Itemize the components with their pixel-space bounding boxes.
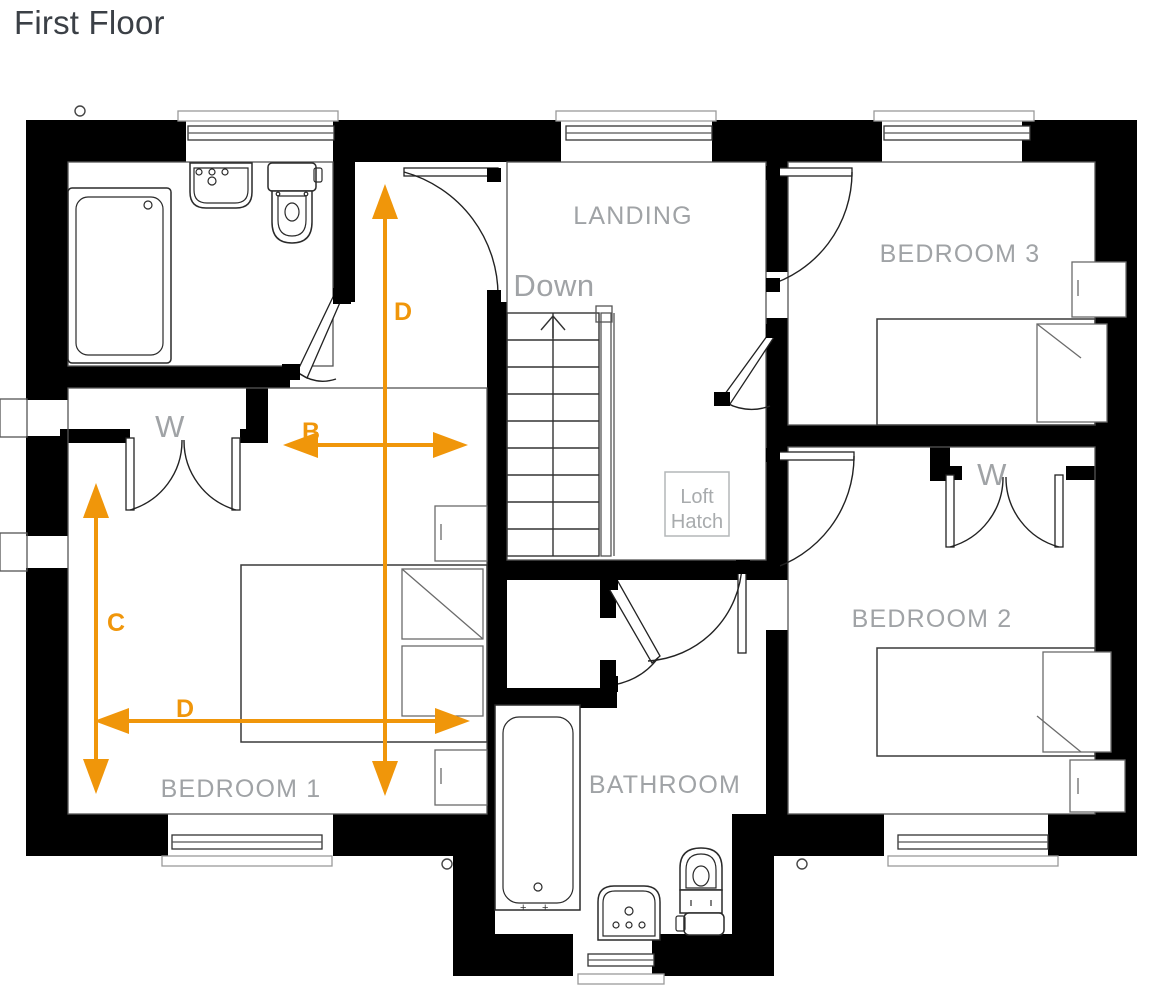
furniture-bedroom2 — [876, 647, 1126, 813]
room-label-landing: LANDING — [573, 202, 693, 230]
room-label-bedroom2: BEDROOM 2 — [852, 605, 1013, 633]
bathroom-bath-icon: + + — [494, 704, 581, 914]
bedside-table-bedroom1-top — [434, 505, 488, 562]
door-bedroom1 — [403, 167, 501, 304]
loft-hatch — [664, 471, 730, 537]
vent-marker — [74, 105, 86, 117]
svg-text:+: + — [520, 902, 526, 914]
staircase — [506, 305, 615, 557]
window-landing — [555, 110, 717, 141]
dimension-label-d-horizontal: D — [176, 695, 194, 723]
door-bedroom3-lower — [714, 324, 782, 411]
door-wardrobe-bedroom1 — [125, 437, 241, 511]
room-label-bedroom3: BEDROOM 3 — [880, 240, 1041, 268]
dimension-labels: B C D D — [107, 298, 412, 723]
bed-bedroom2 — [876, 647, 1112, 757]
room-outlines — [67, 161, 1096, 815]
bedside-table-bedroom3 — [1071, 261, 1127, 318]
page-title: First Floor — [14, 4, 165, 41]
dimension-b — [283, 432, 468, 458]
bathroom-fixtures: + + — [494, 704, 725, 941]
stairs-down-label: Down — [513, 268, 594, 303]
ensuite-basin-icon — [189, 162, 253, 209]
loft-hatch-label-line2: Hatch — [671, 511, 723, 533]
door-bedroom2 — [766, 448, 855, 576]
window-bedroom2 — [887, 834, 1059, 867]
ensuite-toilet-icon — [267, 162, 323, 244]
dimension-d-horizontal — [94, 708, 470, 734]
door-airing-cupboard — [600, 574, 661, 692]
ensuite-fixtures — [67, 162, 323, 364]
dimension-label-b: B — [302, 418, 320, 446]
bathroom-toilet-icon — [675, 847, 725, 936]
window-bedroom1 — [161, 834, 333, 867]
wardrobe-label-bedroom1: W — [155, 409, 185, 444]
window-ensuite — [177, 110, 339, 141]
dimension-c — [83, 483, 109, 794]
bedside-table-bedroom1-bottom — [434, 749, 488, 806]
bathroom-basin-icon — [597, 885, 661, 941]
dimension-arrows — [83, 184, 470, 796]
door-bathroom — [647, 560, 750, 662]
dimension-label-c: C — [107, 609, 125, 637]
loft-hatch-label-line1: Loft — [680, 486, 714, 508]
dimension-label-d-vertical: D — [394, 298, 412, 326]
room-labels: LANDING BEDROOM 3 BEDROOM 2 BEDROOM 1 BA… — [155, 202, 1041, 803]
bed-bedroom3 — [876, 318, 1108, 426]
room-label-bedroom1: BEDROOM 1 — [161, 775, 322, 803]
door-wardrobe-bedroom2 — [945, 474, 1064, 548]
svg-text:+: + — [542, 902, 548, 914]
window-bedroom3 — [873, 110, 1035, 141]
window-bathroom — [577, 953, 665, 985]
ensuite-bath-icon — [67, 187, 172, 364]
vent-marker — [796, 858, 808, 870]
wardrobe-label-bedroom2: W — [977, 457, 1007, 492]
dimension-d-vertical — [372, 184, 398, 796]
furniture-bedroom1 — [240, 505, 488, 806]
walls — [0, 120, 1137, 976]
door-ensuite — [282, 288, 351, 382]
room-label-bathroom: BATHROOM — [589, 771, 741, 799]
vent-marker — [441, 858, 453, 870]
doors — [125, 166, 1064, 692]
door-bedroom3 — [765, 166, 853, 292]
bedside-table-bedroom2 — [1069, 759, 1126, 813]
windows — [74, 105, 1059, 985]
furniture-bedroom3 — [876, 261, 1127, 426]
